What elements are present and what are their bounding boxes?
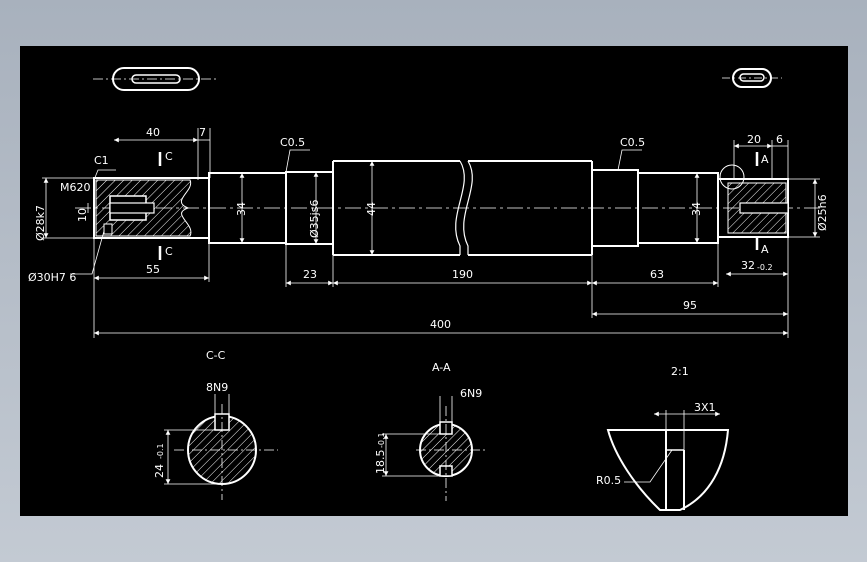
dim-40: 40 <box>146 126 160 139</box>
dim-6: 6 <box>776 133 783 146</box>
dim-dia30h7: Ø30H7 6 <box>28 271 76 284</box>
shaft-outline <box>93 160 789 256</box>
dim-400: 400 <box>430 318 451 331</box>
detail-radius: R0.5 <box>596 474 621 487</box>
section-mark-a-top: A <box>761 153 769 166</box>
dimension-lines <box>42 128 820 338</box>
dim-34-right: 34 <box>690 202 703 216</box>
detail-view <box>606 410 730 511</box>
aa-key-width: 6N9 <box>460 387 482 400</box>
dim-10: 10 <box>76 208 89 222</box>
aa-depth-tolerance: -0.1 <box>377 432 386 448</box>
dim-c1: C1 <box>94 154 109 167</box>
dim-c05-right: C0.5 <box>620 136 645 149</box>
detail-scale: 2:1 <box>671 365 689 378</box>
dim-dia35js6: Ø35js6 <box>308 200 321 238</box>
dim-32-tolerance: -0.2 <box>757 263 773 272</box>
dim-55: 55 <box>146 263 160 276</box>
dim-7: 7 <box>199 126 206 139</box>
aa-depth: 18.5 <box>374 450 387 475</box>
section-mark-a-bottom: A <box>761 243 769 256</box>
dim-23: 23 <box>303 268 317 281</box>
section-view-aa <box>382 396 485 501</box>
cc-depth-tolerance: -0.1 <box>156 443 165 459</box>
dim-c05-left: C0.5 <box>280 136 305 149</box>
dim-63: 63 <box>650 268 664 281</box>
section-view-cc <box>164 394 278 500</box>
cc-depth: 24 <box>153 464 166 478</box>
dim-m620: M620 <box>60 181 91 194</box>
cc-key-width: 8N9 <box>206 381 228 394</box>
section-mark-c-bottom: C <box>165 245 173 258</box>
cc-title: C-C <box>206 349 226 362</box>
dim-44: 44 <box>365 202 378 216</box>
shaft-drawing: 40 7 C1 M620 Ø28k7 10 Ø30H7 6 55 C0.5 34… <box>28 67 829 511</box>
aa-title: A-A <box>432 361 451 374</box>
dim-190: 190 <box>452 268 473 281</box>
dim-dia25h6: Ø25h6 <box>816 194 829 231</box>
dim-34-left: 34 <box>235 202 248 216</box>
section-mark-c-top: C <box>165 150 173 163</box>
dim-20: 20 <box>747 133 761 146</box>
detail-chamfer: 3X1 <box>694 401 716 414</box>
drawing-canvas: 40 7 C1 M620 Ø28k7 10 Ø30H7 6 55 C0.5 34… <box>20 46 848 516</box>
dim-32: 32 <box>741 259 755 272</box>
dim-dia28k7: Ø28k7 <box>34 205 47 241</box>
dim-95: 95 <box>683 299 697 312</box>
